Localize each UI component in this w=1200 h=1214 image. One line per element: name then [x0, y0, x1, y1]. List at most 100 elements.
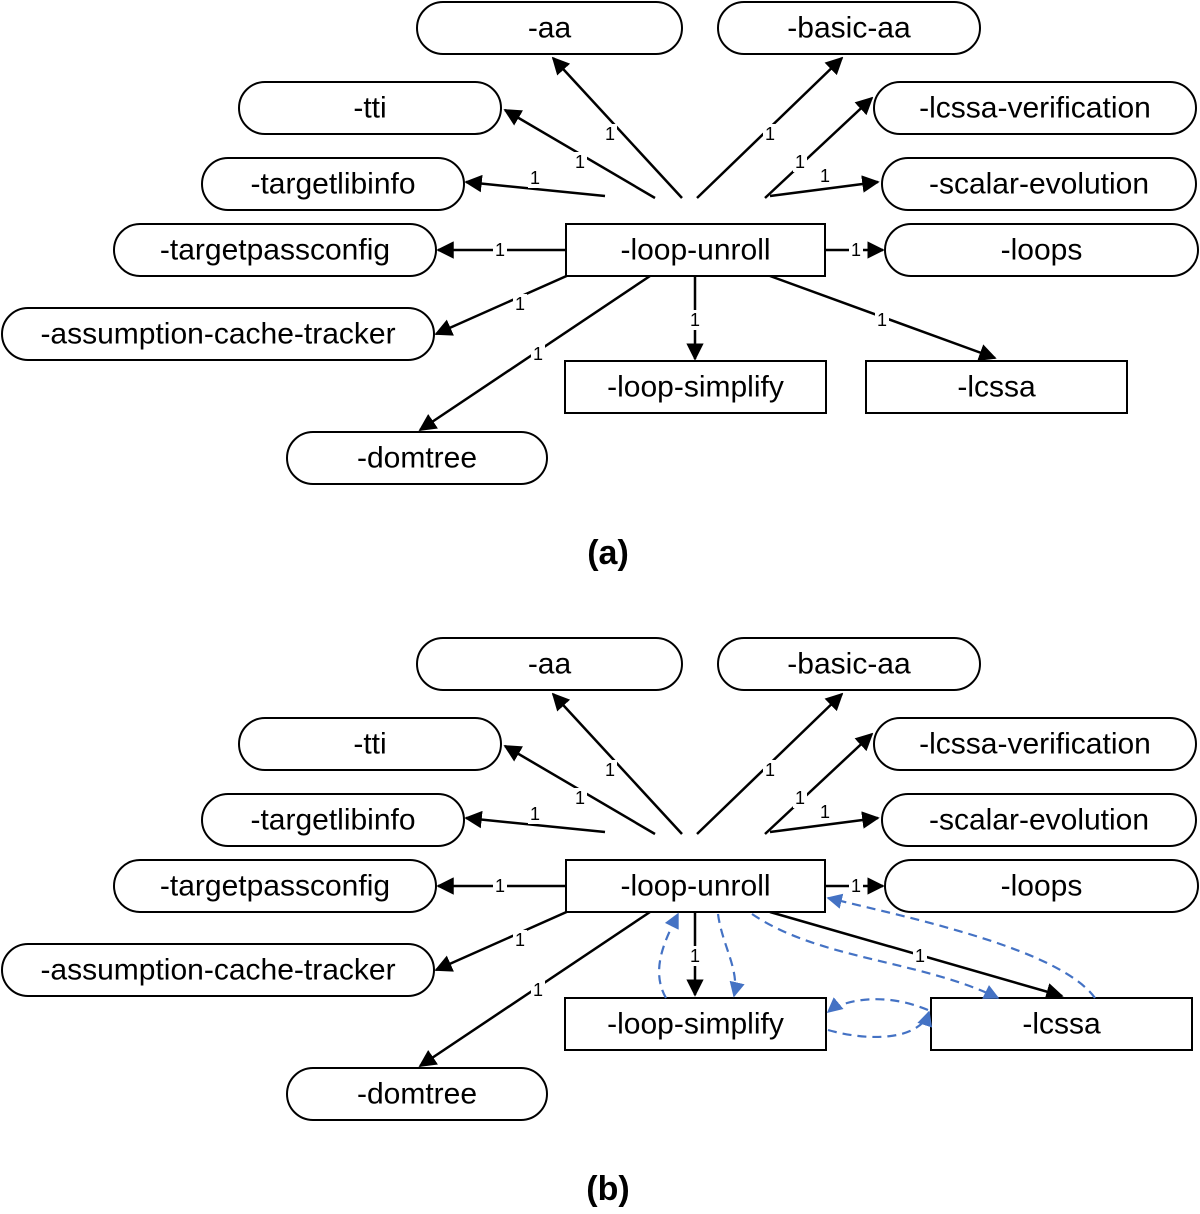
node-loopsimplify: -loop-simplify	[564, 997, 827, 1051]
dashed-edge	[657, 912, 679, 999]
node-box	[564, 360, 827, 414]
node-scev: -scalar-evolution	[881, 157, 1197, 211]
node-label: -loop-simplify	[607, 371, 784, 404]
edge-label-bg	[763, 124, 777, 144]
edge-act	[434, 268, 581, 336]
node-act: -assumption-cache-tracker	[1, 307, 435, 361]
node-label: -aa	[528, 12, 572, 45]
edge-label-bg	[763, 760, 777, 780]
node-label: -domtree	[357, 442, 477, 475]
edge-label-scev: 1	[820, 166, 830, 186]
node-box	[565, 859, 826, 913]
node-box	[884, 859, 1199, 913]
dashed-edge	[716, 913, 745, 998]
node-loop-unroll: -loop-unroll	[565, 859, 826, 913]
edge-label-loopsimplify: 1	[690, 946, 700, 966]
edge-label-bg	[531, 344, 545, 364]
edge-label-bg	[493, 240, 507, 260]
node-label: -lcssa	[957, 371, 1036, 404]
node-targetpassconfig: -targetpassconfig	[113, 859, 437, 913]
node-lcssaver: -lcssa-verification	[873, 717, 1197, 771]
node-tti: -tti	[238, 717, 502, 771]
node-tti: -tti	[238, 81, 502, 135]
edge-label-bg	[603, 124, 617, 144]
edge-lcssaver	[764, 96, 874, 199]
dashed-edge	[751, 913, 1000, 999]
node-label: -basic-aa	[787, 648, 911, 681]
node-label: -lcssa-verification	[919, 92, 1151, 125]
node-box	[416, 1, 683, 55]
node-box	[565, 223, 826, 277]
edge-label-act: 1	[515, 294, 525, 314]
edge-label-bg	[493, 876, 507, 896]
dashed-edge	[827, 1010, 933, 1038]
node-label: -lcssa	[1022, 1008, 1101, 1041]
edge-label-lcssaver: 1	[795, 788, 805, 808]
node-targetlibinfo: -targetlibinfo	[201, 793, 465, 847]
node-label: -tti	[353, 92, 386, 125]
edge-label-bg	[513, 294, 527, 314]
node-label: -basic-aa	[787, 12, 911, 45]
edge-label-tti: 1	[575, 788, 585, 808]
node-domtree: -domtree	[286, 431, 548, 485]
node-targetpassconfig: -targetpassconfig	[113, 223, 437, 277]
edge-label-bg	[818, 802, 832, 822]
node-loopsimplify: -loop-simplify	[564, 360, 827, 414]
edge-scev	[769, 811, 880, 834]
node-box	[238, 81, 502, 135]
panel-caption: (b)	[586, 1170, 629, 1208]
node-label: -aa	[528, 648, 572, 681]
edge-label-act: 1	[515, 930, 525, 950]
node-label: -loop-unroll	[620, 234, 770, 267]
edge-label-bg	[688, 310, 702, 330]
node-lcssaver: -lcssa-verification	[873, 81, 1197, 135]
node-label: -lcssa-verification	[919, 728, 1151, 761]
node-box	[113, 859, 437, 913]
node-label: -tti	[353, 728, 386, 761]
node-box	[113, 223, 437, 277]
node-label: -targetlibinfo	[250, 168, 415, 201]
edge-label-lcssaver: 1	[795, 152, 805, 172]
edge-label-basicaa: 1	[765, 760, 775, 780]
edge-label-loopsimplify: 1	[690, 310, 700, 330]
edge-label-bg	[913, 946, 927, 966]
node-label: -targetlibinfo	[250, 804, 415, 837]
edge-label-bg	[818, 166, 832, 186]
node-targetlibinfo: -targetlibinfo	[201, 157, 465, 211]
edges	[418, 56, 997, 432]
panel-caption: (a)	[587, 534, 629, 572]
node-scev: -scalar-evolution	[881, 793, 1197, 847]
node-basicaa: -basic-aa	[717, 1, 981, 55]
edge-label-aa: 1	[605, 124, 615, 144]
edge-label-scev: 1	[820, 802, 830, 822]
node-label: -scalar-evolution	[929, 168, 1149, 201]
dashed-edge	[826, 997, 929, 1013]
node-label: -loop-unroll	[620, 870, 770, 903]
node-box	[881, 793, 1197, 847]
edge-scev	[769, 175, 880, 198]
dashed-edges	[657, 893, 1096, 1038]
node-box	[286, 431, 548, 485]
edge-label-bg	[688, 946, 702, 966]
edge-label-bg	[849, 876, 863, 896]
node-box	[201, 793, 465, 847]
edge-label-bg	[793, 788, 807, 808]
nodes: -aa -basic-aa -tti -lcssa-verification -targ…	[1, 1, 1199, 485]
node-box	[873, 81, 1197, 135]
node-aa: -aa	[416, 1, 683, 55]
node-act: -assumption-cache-tracker	[1, 943, 435, 997]
node-box	[201, 157, 465, 211]
node-box	[1, 307, 435, 361]
edge-label-bg	[573, 152, 587, 172]
edge-label-bg	[528, 804, 542, 824]
edge-label-bg	[793, 152, 807, 172]
node-label: -loop-simplify	[607, 1008, 784, 1041]
node-box	[564, 997, 827, 1051]
node-label: -assumption-cache-tracker	[40, 318, 395, 351]
node-box	[238, 717, 502, 771]
node-loop-unroll: -loop-unroll	[565, 223, 826, 277]
